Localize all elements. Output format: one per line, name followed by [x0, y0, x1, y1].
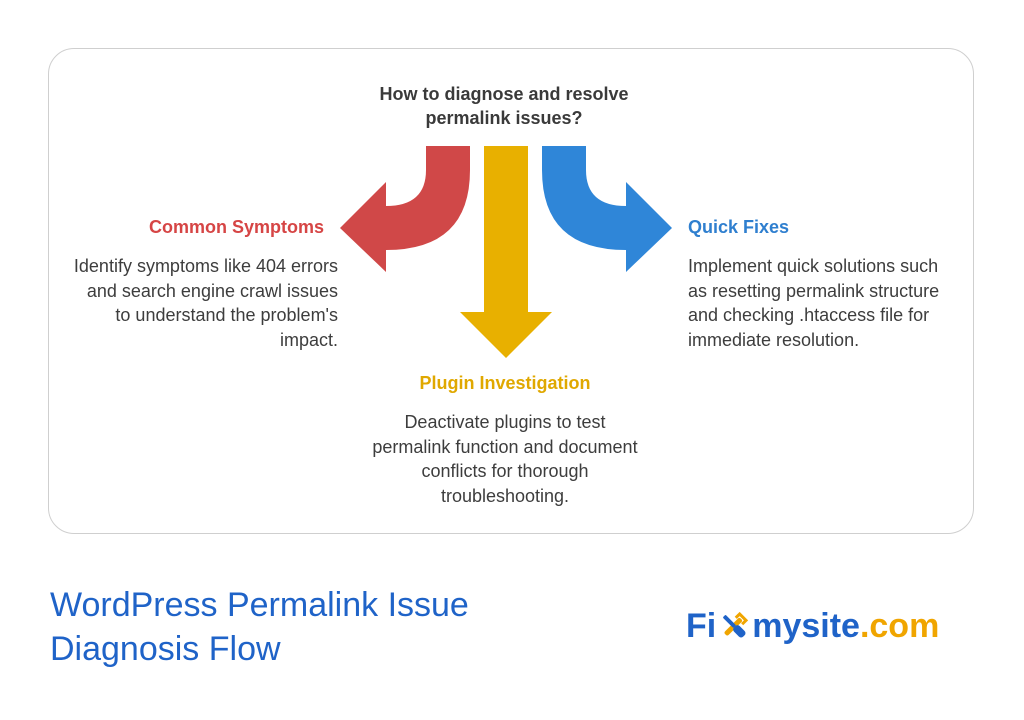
quick-fixes-title: Quick Fixes: [688, 217, 790, 237]
quick-fixes-text: Implement quick solutions such as resett…: [688, 256, 940, 350]
logo-text-mysite: mysite: [752, 607, 860, 645]
infographic-title: WordPress Permalink Issue Diagnosis Flow: [50, 586, 469, 668]
plugin-investigation-text: Deactivate plugins to test permalink fun…: [372, 412, 638, 506]
central-question: How to diagnose and resolve permalink is…: [379, 84, 629, 128]
common-symptoms-title: Common Symptoms: [148, 217, 324, 237]
fixmysite-logo: Fi mysite .com: [686, 604, 939, 648]
blue-arrow-right: [542, 146, 672, 272]
common-symptoms-text: Identify symptoms like 404 errors and se…: [73, 256, 338, 350]
wrench-screwdriver-icon: [723, 611, 749, 638]
yellow-arrow-down: [460, 146, 552, 358]
plugin-investigation-title: Plugin Investigation: [419, 373, 591, 393]
logo-text-dotcom: .com: [859, 607, 940, 645]
red-arrow-left: [340, 146, 470, 272]
logo-text-fi: Fi: [686, 607, 717, 645]
